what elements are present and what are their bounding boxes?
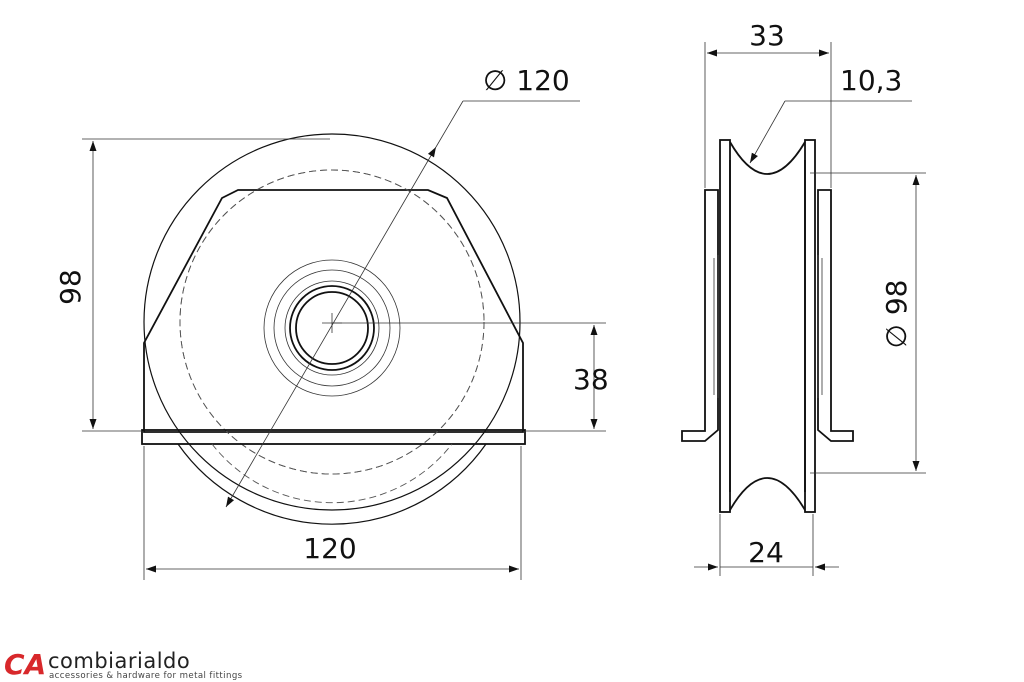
overall-width-label: 33 <box>749 19 785 52</box>
brand-mark: CA <box>4 648 46 681</box>
groove-top <box>729 141 806 175</box>
front-view: 98 ∅ 120 38 120 <box>54 64 609 580</box>
side-diameter-label: ∅ 98 <box>880 280 913 349</box>
diameter-label: ∅ 120 <box>483 64 570 97</box>
groove-label: 10,3 <box>840 64 902 97</box>
side-view: 33 10,3 ∅ 98 24 <box>681 19 926 576</box>
axle-height-label: 38 <box>573 363 609 396</box>
brand-tagline: accessories & hardware for metal fitting… <box>49 671 243 681</box>
groove-leader <box>749 100 786 164</box>
groove-bottom <box>729 477 806 511</box>
height-label: 98 <box>54 269 87 305</box>
brand-name: combiarialdo <box>48 649 190 673</box>
brand-logo[interactable]: CA combiarialdo accessories & hardware f… <box>4 648 243 681</box>
width-label: 120 <box>303 532 356 565</box>
groove-lower-arc <box>211 443 453 504</box>
wheel-outline <box>143 133 521 511</box>
wheel-lower-arc <box>177 443 487 525</box>
wheel-width-label: 24 <box>748 536 784 569</box>
wheel-left-flange <box>719 139 731 513</box>
left-bracket-leg <box>681 189 719 442</box>
right-bracket-leg <box>817 189 854 442</box>
wheel-right-flange <box>804 139 816 513</box>
diameter-leader-ext <box>435 100 464 148</box>
diameter-leader <box>225 146 437 508</box>
